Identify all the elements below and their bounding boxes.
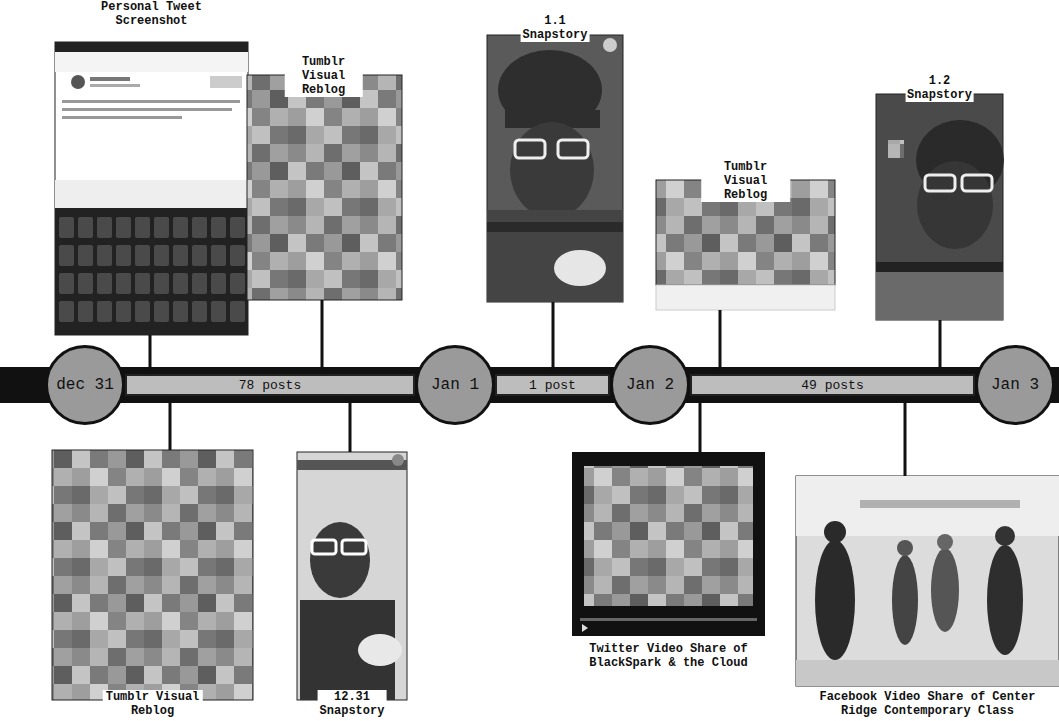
leader-line xyxy=(552,302,555,374)
media-panel: 1.2 Snapstory xyxy=(876,74,1003,320)
media-panel: Facebook Video Share of Center Ridge Con… xyxy=(796,476,1059,718)
leader-line xyxy=(321,300,324,374)
post-count-bar: 49 posts xyxy=(690,374,975,396)
snapstory-photo xyxy=(876,94,1004,320)
pixelated-image xyxy=(52,450,253,700)
media-panel: Tumblr Visual Reblog xyxy=(245,55,402,300)
post-count-bar: 78 posts xyxy=(125,374,415,396)
date-circle: Jan 2 xyxy=(610,345,690,425)
date-label: Jan 2 xyxy=(626,376,674,394)
tweet-screenshot xyxy=(55,42,248,335)
snapstory-photo xyxy=(487,35,623,302)
post-count: 49 posts xyxy=(801,378,863,393)
media-panel: 12.31 Snapstory xyxy=(297,452,407,718)
media-panel: Personal Tweet Screenshot xyxy=(55,0,248,335)
leader-line xyxy=(939,320,942,374)
leader-line xyxy=(699,396,702,452)
leader-line xyxy=(349,396,352,452)
dance-class-photo xyxy=(796,476,1059,686)
leader-line xyxy=(904,396,907,476)
date-circle: Jan 3 xyxy=(975,345,1055,425)
media-title: 12.31 Snapstory xyxy=(318,690,387,718)
media-title: Tumblr Visual Reblog xyxy=(102,690,203,718)
post-count: 78 posts xyxy=(239,378,301,393)
video-frame xyxy=(572,452,765,636)
media-panel: Tumblr Visual Reblog xyxy=(52,450,253,718)
media-title: 1.1 Snapstory xyxy=(521,14,590,42)
pixelated-image xyxy=(247,75,402,300)
leader-line xyxy=(149,335,152,374)
leader-line xyxy=(169,396,172,450)
post-count-bar: 1 post xyxy=(495,374,610,396)
date-label: Jan 1 xyxy=(431,376,479,394)
media-title: Tumblr Visual Reblog xyxy=(701,160,791,202)
leader-line xyxy=(719,310,722,374)
date-circle: dec 31 xyxy=(45,345,125,425)
post-count: 1 post xyxy=(529,378,576,393)
media-panel: Tumblr Visual Reblog xyxy=(656,160,835,310)
media-title: Twitter Video Share of BlackSpark & the … xyxy=(579,642,758,670)
media-panel: 1.1 Snapstory xyxy=(487,14,623,302)
timeline-band xyxy=(0,367,1059,403)
date-label: Jan 3 xyxy=(991,376,1039,394)
media-title: Personal Tweet Screenshot xyxy=(94,0,210,28)
media-title: Tumblr Visual Reblog xyxy=(284,55,363,97)
date-circle: Jan 1 xyxy=(415,345,495,425)
media-title: Facebook Video Share of Center Ridge Con… xyxy=(811,690,1045,718)
snapstory-photo xyxy=(297,452,407,700)
media-title: 1.2 Snapstory xyxy=(905,74,974,102)
date-label: dec 31 xyxy=(56,376,114,394)
media-panel: Twitter Video Share of BlackSpark & the … xyxy=(560,452,777,670)
